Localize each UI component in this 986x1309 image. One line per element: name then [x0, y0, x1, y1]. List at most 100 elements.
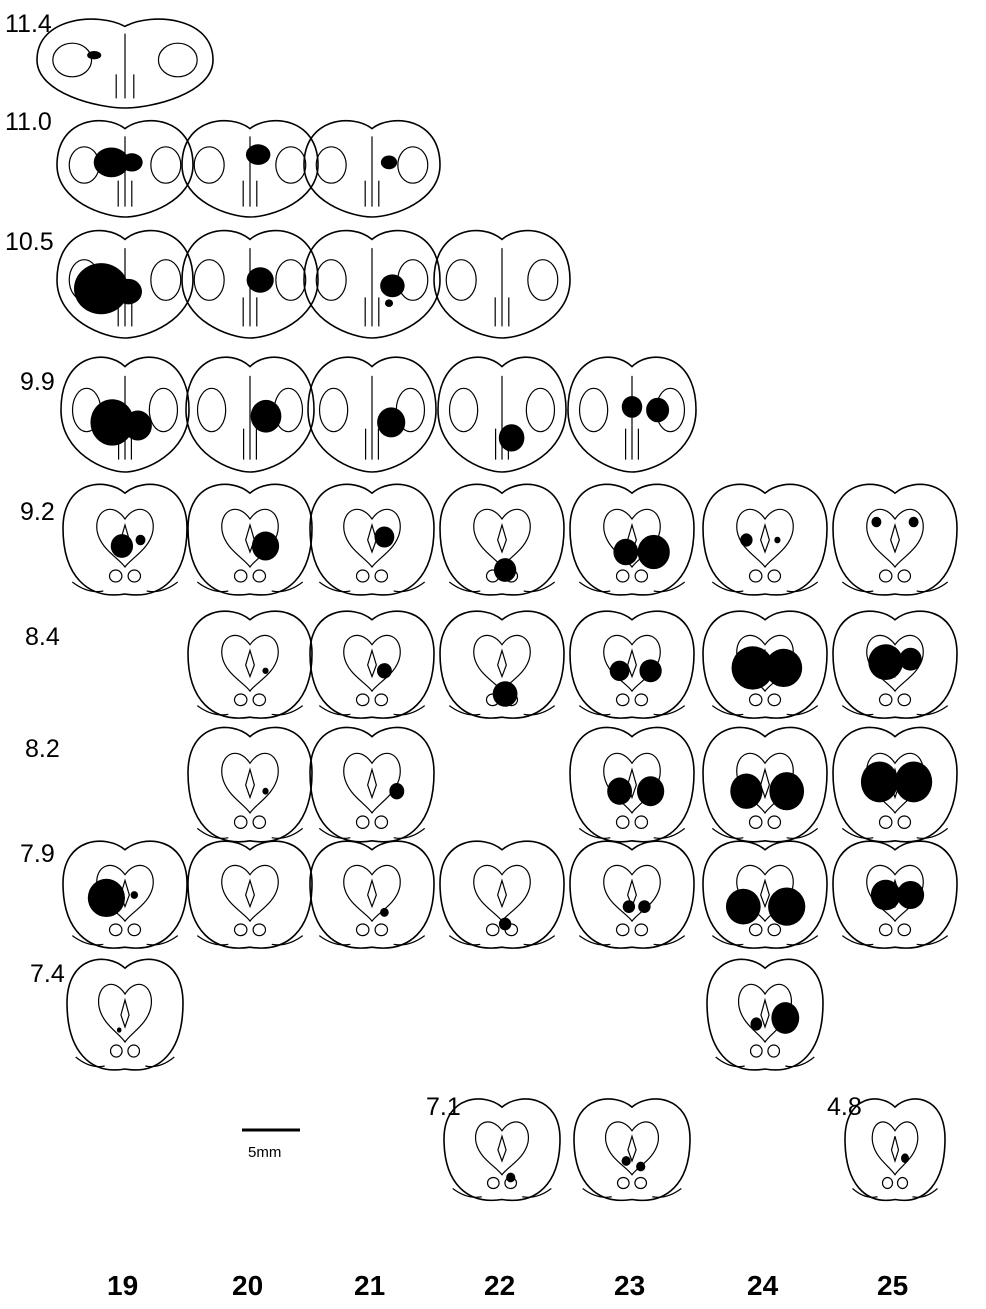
lesion-mark: [896, 880, 925, 910]
lesion-mark: [376, 663, 392, 679]
lesion-mark: [637, 534, 670, 570]
central-diamond: [760, 878, 770, 909]
section-outline: [309, 610, 435, 719]
base-contour: [582, 1188, 682, 1198]
left-nucleus: [486, 1176, 500, 1190]
left-nucleus: [233, 815, 248, 829]
base-contour: [841, 827, 949, 839]
section-outline: [303, 229, 441, 339]
base-contour: [196, 705, 304, 716]
inner-ventricle: [866, 634, 924, 693]
left-lobe: [315, 259, 347, 301]
right-nucleus: [634, 1176, 648, 1190]
lesion-mark: [725, 888, 761, 925]
base-contour: [318, 581, 426, 593]
section-row-7-col-2: [309, 840, 435, 949]
lesion-mark: [636, 776, 665, 807]
lesion-mark: [636, 1161, 646, 1172]
row-label-4: 9.2: [20, 498, 55, 526]
row-label-6: 8.2: [25, 735, 60, 763]
lesion-mark: [895, 761, 933, 803]
inner-ventricle: [603, 508, 661, 569]
inner-ventricle: [343, 752, 401, 814]
right-lobe: [150, 259, 182, 301]
right-nucleus: [767, 923, 782, 937]
left-nucleus: [355, 923, 370, 937]
section-outline: [60, 356, 190, 473]
lesion-mark: [250, 399, 282, 433]
section-row-3-col-1: [185, 356, 315, 473]
base-contour: [841, 705, 949, 716]
left-nucleus: [878, 693, 893, 707]
right-lobe: [275, 146, 307, 184]
section-row-2-col-0: [56, 229, 194, 339]
lesion-mark: [622, 900, 636, 913]
central-diamond: [627, 767, 637, 800]
extra-section-1: [573, 1098, 691, 1202]
section-row-6-col-4: [569, 726, 695, 843]
left-nucleus: [355, 815, 370, 829]
row-label-8: 7.4: [30, 960, 65, 988]
section-outline: [832, 726, 958, 843]
right-nucleus: [374, 569, 389, 583]
lesion-mark: [493, 558, 517, 582]
section-outline: [569, 610, 695, 719]
central-diamond: [627, 648, 637, 679]
section-row-1-col-0: [56, 120, 194, 218]
section-row-7-col-3: [439, 840, 565, 949]
base-contour: [318, 705, 426, 716]
section-row-6-col-6: [832, 726, 958, 843]
extra-section-2: [844, 1098, 946, 1202]
section-outline: [309, 726, 435, 843]
section-row-7-col-1: [187, 840, 313, 949]
right-nucleus: [767, 569, 782, 583]
section-row-8-col-0: [66, 958, 184, 1071]
lesion-mark: [621, 395, 643, 418]
left-nucleus: [108, 923, 123, 937]
left-nucleus: [878, 569, 893, 583]
section-row-3-col-0: [60, 356, 190, 473]
section-row-8-col-5: [706, 958, 824, 1071]
section-outline: [832, 840, 958, 949]
left-nucleus: [748, 923, 763, 937]
lesion-mark: [245, 144, 271, 165]
lesion-mark: [251, 531, 280, 561]
inner-ventricle: [603, 634, 661, 693]
inner-ventricle: [221, 508, 279, 569]
section-row-3-col-3: [437, 356, 567, 473]
column-label-25: 25: [877, 1270, 908, 1301]
lesion-mark: [492, 681, 518, 707]
base-contour: [711, 705, 819, 716]
lesion-mark: [114, 278, 142, 305]
right-nucleus: [374, 815, 389, 829]
lesion-mark: [262, 667, 269, 674]
lesion-mark: [609, 660, 630, 682]
section-row-4-col-1: [187, 483, 313, 596]
right-nucleus: [767, 1044, 781, 1058]
central-diamond: [120, 997, 130, 1029]
inner-ventricle: [736, 508, 794, 569]
section-row-4-col-5: [702, 483, 828, 596]
section-outline: [569, 726, 695, 843]
right-lobe: [150, 146, 182, 184]
right-nucleus: [252, 923, 267, 937]
lesion-mark: [638, 900, 651, 913]
right-nucleus: [634, 569, 649, 583]
inner-ventricle: [738, 983, 792, 1044]
left-nucleus: [616, 1176, 630, 1190]
section-outline: [309, 483, 435, 596]
left-nucleus: [233, 569, 248, 583]
left-nucleus: [233, 923, 248, 937]
left-nucleus: [485, 923, 500, 937]
lesion-mark: [498, 424, 525, 452]
lesion-mark: [246, 267, 274, 293]
base-contour: [578, 705, 686, 716]
section-row-1-col-1: [181, 120, 319, 218]
lesion-mark: [110, 534, 134, 558]
right-nucleus: [634, 923, 649, 937]
midline-structure: [365, 375, 379, 460]
section-outline: [844, 1098, 946, 1202]
base-contour: [578, 581, 686, 593]
lesion-mark: [90, 399, 134, 446]
